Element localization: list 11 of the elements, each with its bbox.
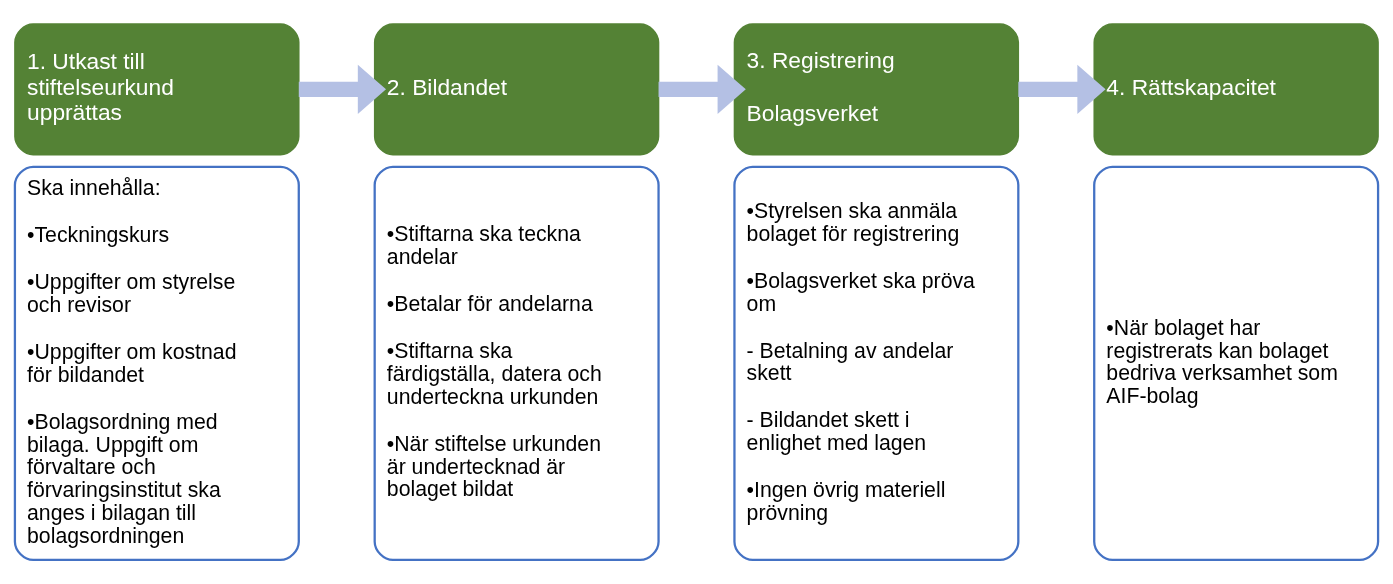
node-box: 1. Utkast till stiftelseurkund upprättas — [14, 23, 300, 156]
node-box: 4. Rättskapacitet — [1093, 23, 1379, 156]
arrow — [1018, 64, 1106, 115]
node-box: Ska innehålla: •Teckningskurs •Uppgifter om styrelse och revisor •Uppgifter om kostnad för bildandet •Bolagsordning med bilaga. Uppgift om förvaltare och förvaringsinstitut ska anges i bilagan till bolagsordningen — [13, 165, 300, 562]
arrow — [298, 64, 387, 115]
node-box: •Stiftarna ska teckna andelar •Betalar för andelarna •Stiftarna ska färdigställa, datera och underteckna urkunden •När stiftelse urkunden är undertecknad är bolaget bildat — [373, 165, 660, 562]
arrow — [658, 64, 746, 115]
node-box: 3. Registrering Bolagsverket — [733, 23, 1020, 156]
node-box: •Styrelsen ska anmäla bolaget för registrering •Bolagsverket ska pröva om - Betalning av andelar skett - Bildandet skett i enlighet med lagen •Ingen övrig materiell prövning — [733, 165, 1020, 562]
node-box: •När bolaget har registrerats kan bolaget bedriva verksamhet som AIF-bolag — [1093, 165, 1380, 562]
node-box: 2. Bildandet — [373, 23, 660, 156]
